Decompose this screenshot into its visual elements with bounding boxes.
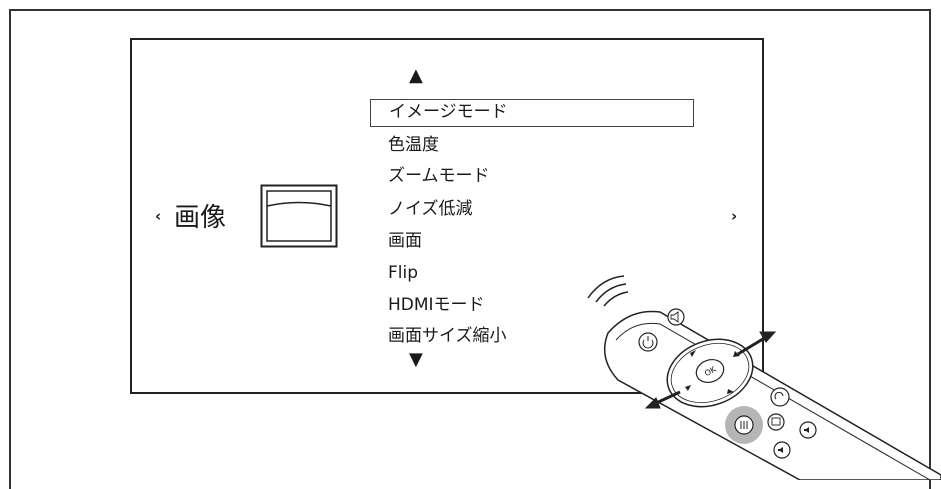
menu-item-hdmi-mode[interactable]: HDMIモード (388, 295, 485, 315)
volume-down-button (773, 441, 791, 459)
menu-item-zoom-mode[interactable]: ズームモード (388, 166, 490, 186)
scroll-up-arrow[interactable]: ▲ (409, 65, 423, 86)
ok-button: OK (695, 359, 725, 383)
move-arrows-icon (644, 331, 777, 409)
category-prev-arrow[interactable]: ‹ (155, 207, 162, 225)
menu-button (725, 406, 763, 444)
menu-item-screen[interactable]: 画面 (388, 231, 422, 251)
outer-frame (9, 9, 931, 489)
menu-item-flip[interactable]: Flip (388, 263, 419, 283)
mute-button (667, 308, 685, 326)
category-next-arrow[interactable]: › (731, 207, 738, 225)
remote-control-illustration: OK (587, 275, 941, 480)
menu-item-screen-size-reduction[interactable]: 画面サイズ縮小 (388, 326, 507, 346)
input-button (767, 413, 785, 431)
scroll-down-arrow[interactable]: ▼ (409, 349, 423, 370)
picture-settings-icon (260, 184, 338, 248)
category-label: 画像 (174, 203, 227, 233)
back-button (770, 387, 790, 407)
menu-item-color-temperature[interactable]: 色温度 (388, 135, 439, 155)
menu-item-image-mode[interactable]: イメージモード (370, 99, 694, 127)
signal-waves-icon (587, 275, 629, 307)
menu-item-noise-reduction[interactable]: ノイズ低減 (388, 199, 473, 219)
volume-up-button (799, 421, 817, 439)
power-button (638, 332, 658, 352)
